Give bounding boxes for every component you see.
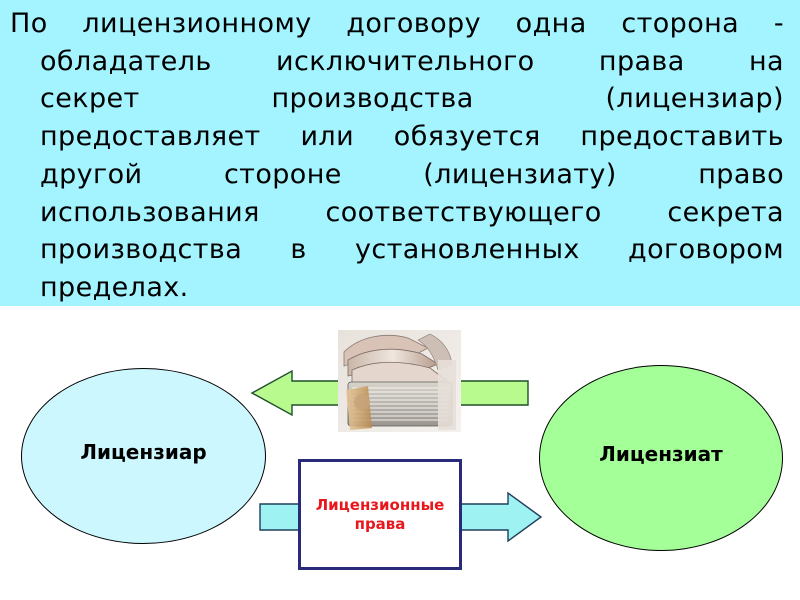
licensing-rights-box: Лицензионные права — [298, 459, 462, 570]
definition-line-6: использования соответствующего секрета — [40, 196, 784, 228]
definition-line-8: пределах. — [40, 271, 189, 303]
definition-line-3: секрет производства (лицензиар) — [40, 83, 784, 115]
licensing-rights-label: Лицензионные права — [315, 495, 445, 533]
definition-line-1: По лицензионному договору одна сторона - — [10, 8, 784, 39]
licensor-label: Лицензиар — [80, 440, 207, 464]
licensor-node: Лицензиар — [21, 368, 266, 544]
definition-text: По лицензионному договору одна сторона -… — [0, 5, 784, 307]
licensee-label: Лицензиат — [599, 442, 723, 466]
definition-line-5: другой стороне (лицензиату) право — [40, 158, 784, 190]
definition-line-4: предоставляет или обязуется предоставить — [40, 121, 784, 153]
money-bundle-icon — [338, 330, 461, 432]
licensee-node: Лицензиат — [539, 365, 783, 551]
definition-line-7: производства в установленных договором — [40, 234, 784, 266]
definition-box: По лицензионному договору одна сторона -… — [0, 0, 800, 306]
definition-line-2: обладатель исключительного права на — [40, 45, 784, 77]
